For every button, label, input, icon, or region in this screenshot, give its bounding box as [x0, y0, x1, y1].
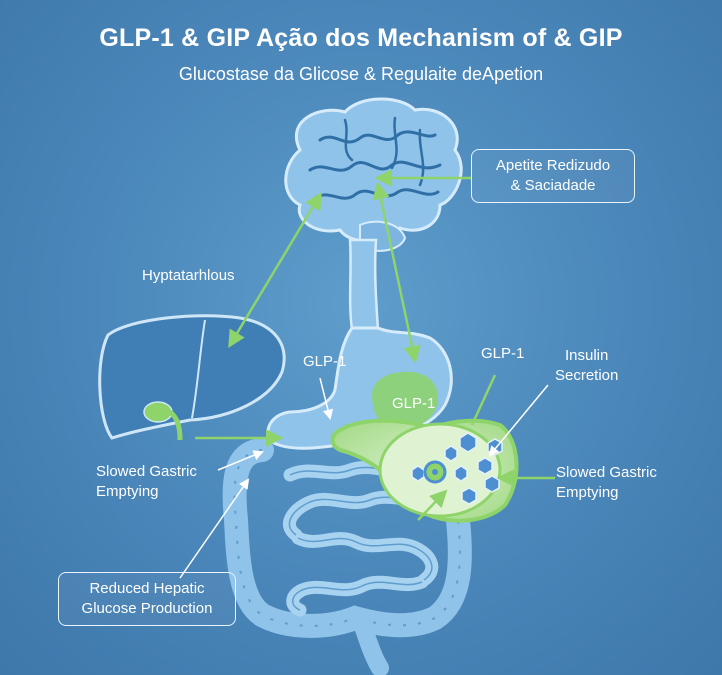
glp1-label-stomach: GLP-1 [392, 395, 436, 412]
slowed-right-line2: Emptying [556, 484, 619, 501]
slowed-right-line1: Slowed Gastric [556, 464, 657, 481]
insulin-label-line1: Insulin [565, 347, 609, 364]
hepatic-label-line2: Glucose Production [81, 600, 213, 617]
page-title: GLP-1 & GIP Ação dos Mechanism of & GIP [99, 24, 623, 52]
liver [98, 314, 286, 441]
slowed-left-line2: Emptying [96, 483, 159, 500]
insulin-hexagons [411, 432, 503, 505]
glp1-arrows [195, 169, 555, 521]
appetite-label-line2: & Saciadade [510, 177, 596, 194]
insulin-label-line2: Secretion [555, 367, 619, 384]
esophagus [348, 238, 380, 332]
pointer-lines [179, 377, 549, 579]
hypothalamus-label: Hyptatarhlous [142, 267, 235, 284]
slowed-left-line1: Slowed Gastric [96, 463, 197, 480]
slowed-gastric-right-label: Slowed Gastric Emptying [556, 463, 657, 503]
glp1-label-right: GLP-1 [481, 345, 525, 362]
brain [284, 97, 463, 252]
appetite-box: Apetite Redizudo & Saciadade [471, 149, 635, 203]
insulin-label: Insulin Secretion [555, 346, 618, 386]
hepatic-box: Reduced Hepatic Glucose Production [58, 572, 236, 626]
glp1-label-left: GLP-1 [303, 353, 347, 370]
page-subtitle: Glucostase da Glicose & Regulaite deApet… [178, 64, 544, 84]
appetite-label-line1: Apetite Redizudo [495, 157, 611, 174]
slowed-gastric-left-label: Slowed Gastric Emptying [96, 462, 197, 502]
hepatic-label-line1: Reduced Hepatic [89, 580, 205, 597]
pancreas [330, 418, 519, 523]
